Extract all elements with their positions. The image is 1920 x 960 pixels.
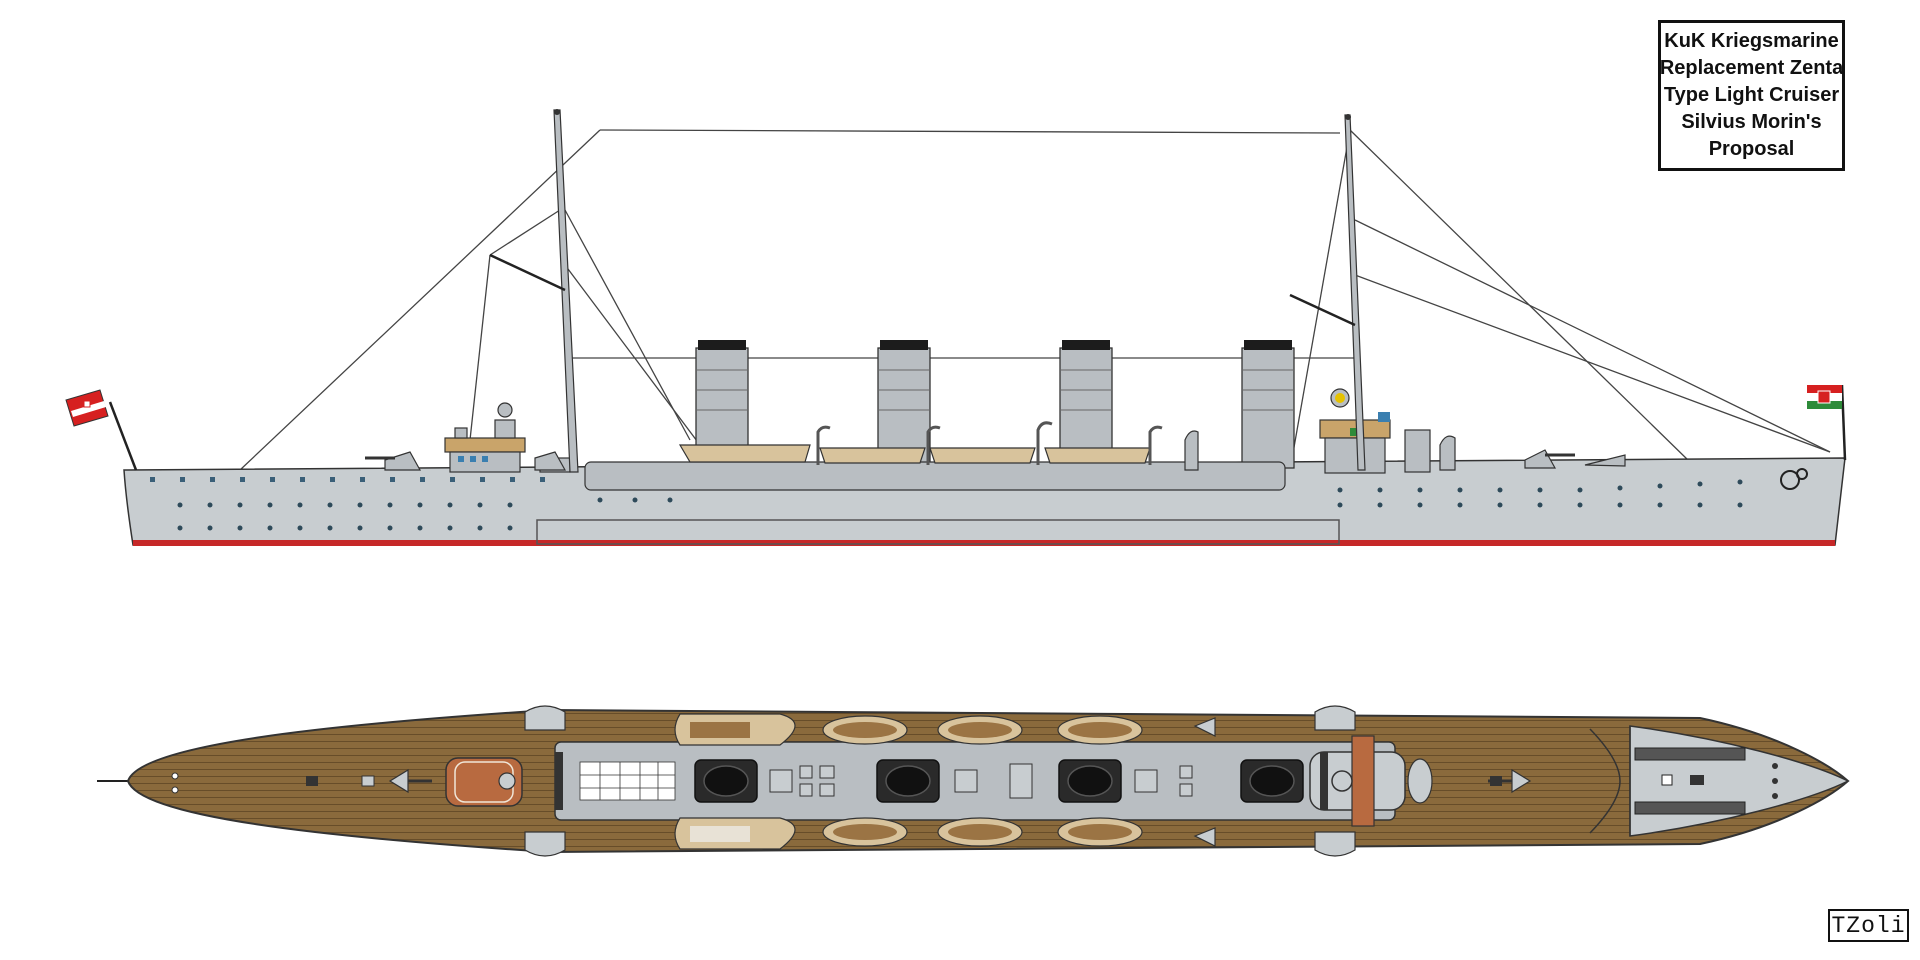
- armor-belt-outline: [536, 519, 1340, 545]
- anchor-gear: [1634, 747, 1778, 815]
- artist-signature: TZoli: [1828, 909, 1909, 942]
- vents-hatches: [769, 763, 1193, 799]
- deck-guns: [171, 768, 1532, 794]
- funnel-2: [877, 340, 931, 464]
- fwd-hatch: [1490, 776, 1502, 786]
- deck-boats: [674, 713, 1143, 850]
- boot-topping: [133, 540, 1835, 546]
- funnels: [695, 340, 1295, 469]
- funnel-1: [695, 340, 749, 464]
- side-boats: [678, 444, 1151, 464]
- side-profile: [65, 109, 1847, 546]
- funnel-3: [1059, 340, 1113, 464]
- rigging: [239, 129, 1831, 471]
- title-line-3: Type Light Cruiser: [1663, 84, 1840, 106]
- breakwater: [1589, 728, 1621, 834]
- aft-deckhouse-top: [445, 757, 523, 807]
- ensign-flag-icon: [65, 389, 138, 471]
- skylight-grid: [579, 761, 676, 801]
- side-gun-aft-2: [534, 451, 567, 471]
- bridge-top: [1309, 735, 1433, 827]
- title-line-4: Silvius Morin's: [1681, 111, 1822, 133]
- funnel-tops: [694, 759, 1304, 803]
- deck-plan: [97, 705, 1850, 857]
- midship-deckhouse: [584, 461, 1286, 491]
- naval-jack-flag-icon: [1807, 384, 1847, 461]
- boat-davits: [816, 421, 1163, 465]
- ventilators: [1184, 430, 1456, 471]
- bridge: [1319, 388, 1431, 474]
- funnel-4: [1241, 340, 1295, 469]
- title-box: KuK Kriegsmarine Replacement Zenta Type …: [1658, 20, 1845, 171]
- mast-bases: [555, 752, 1328, 810]
- title-line-1: KuK Kriegsmarine: [1664, 30, 1839, 52]
- title-line-5: Proposal: [1708, 138, 1795, 160]
- portholes: [177, 479, 1743, 531]
- foremast: [1289, 114, 1366, 471]
- anchor-icon: [1780, 468, 1808, 490]
- title-line-2: Replacement Zenta: [1659, 57, 1844, 79]
- upper-deck-ports: [150, 477, 545, 482]
- side-gun-aft: [365, 451, 422, 471]
- side-gun-fwd: [1524, 449, 1626, 469]
- aft-mast: [489, 109, 579, 473]
- sponson-guns: [524, 705, 1356, 857]
